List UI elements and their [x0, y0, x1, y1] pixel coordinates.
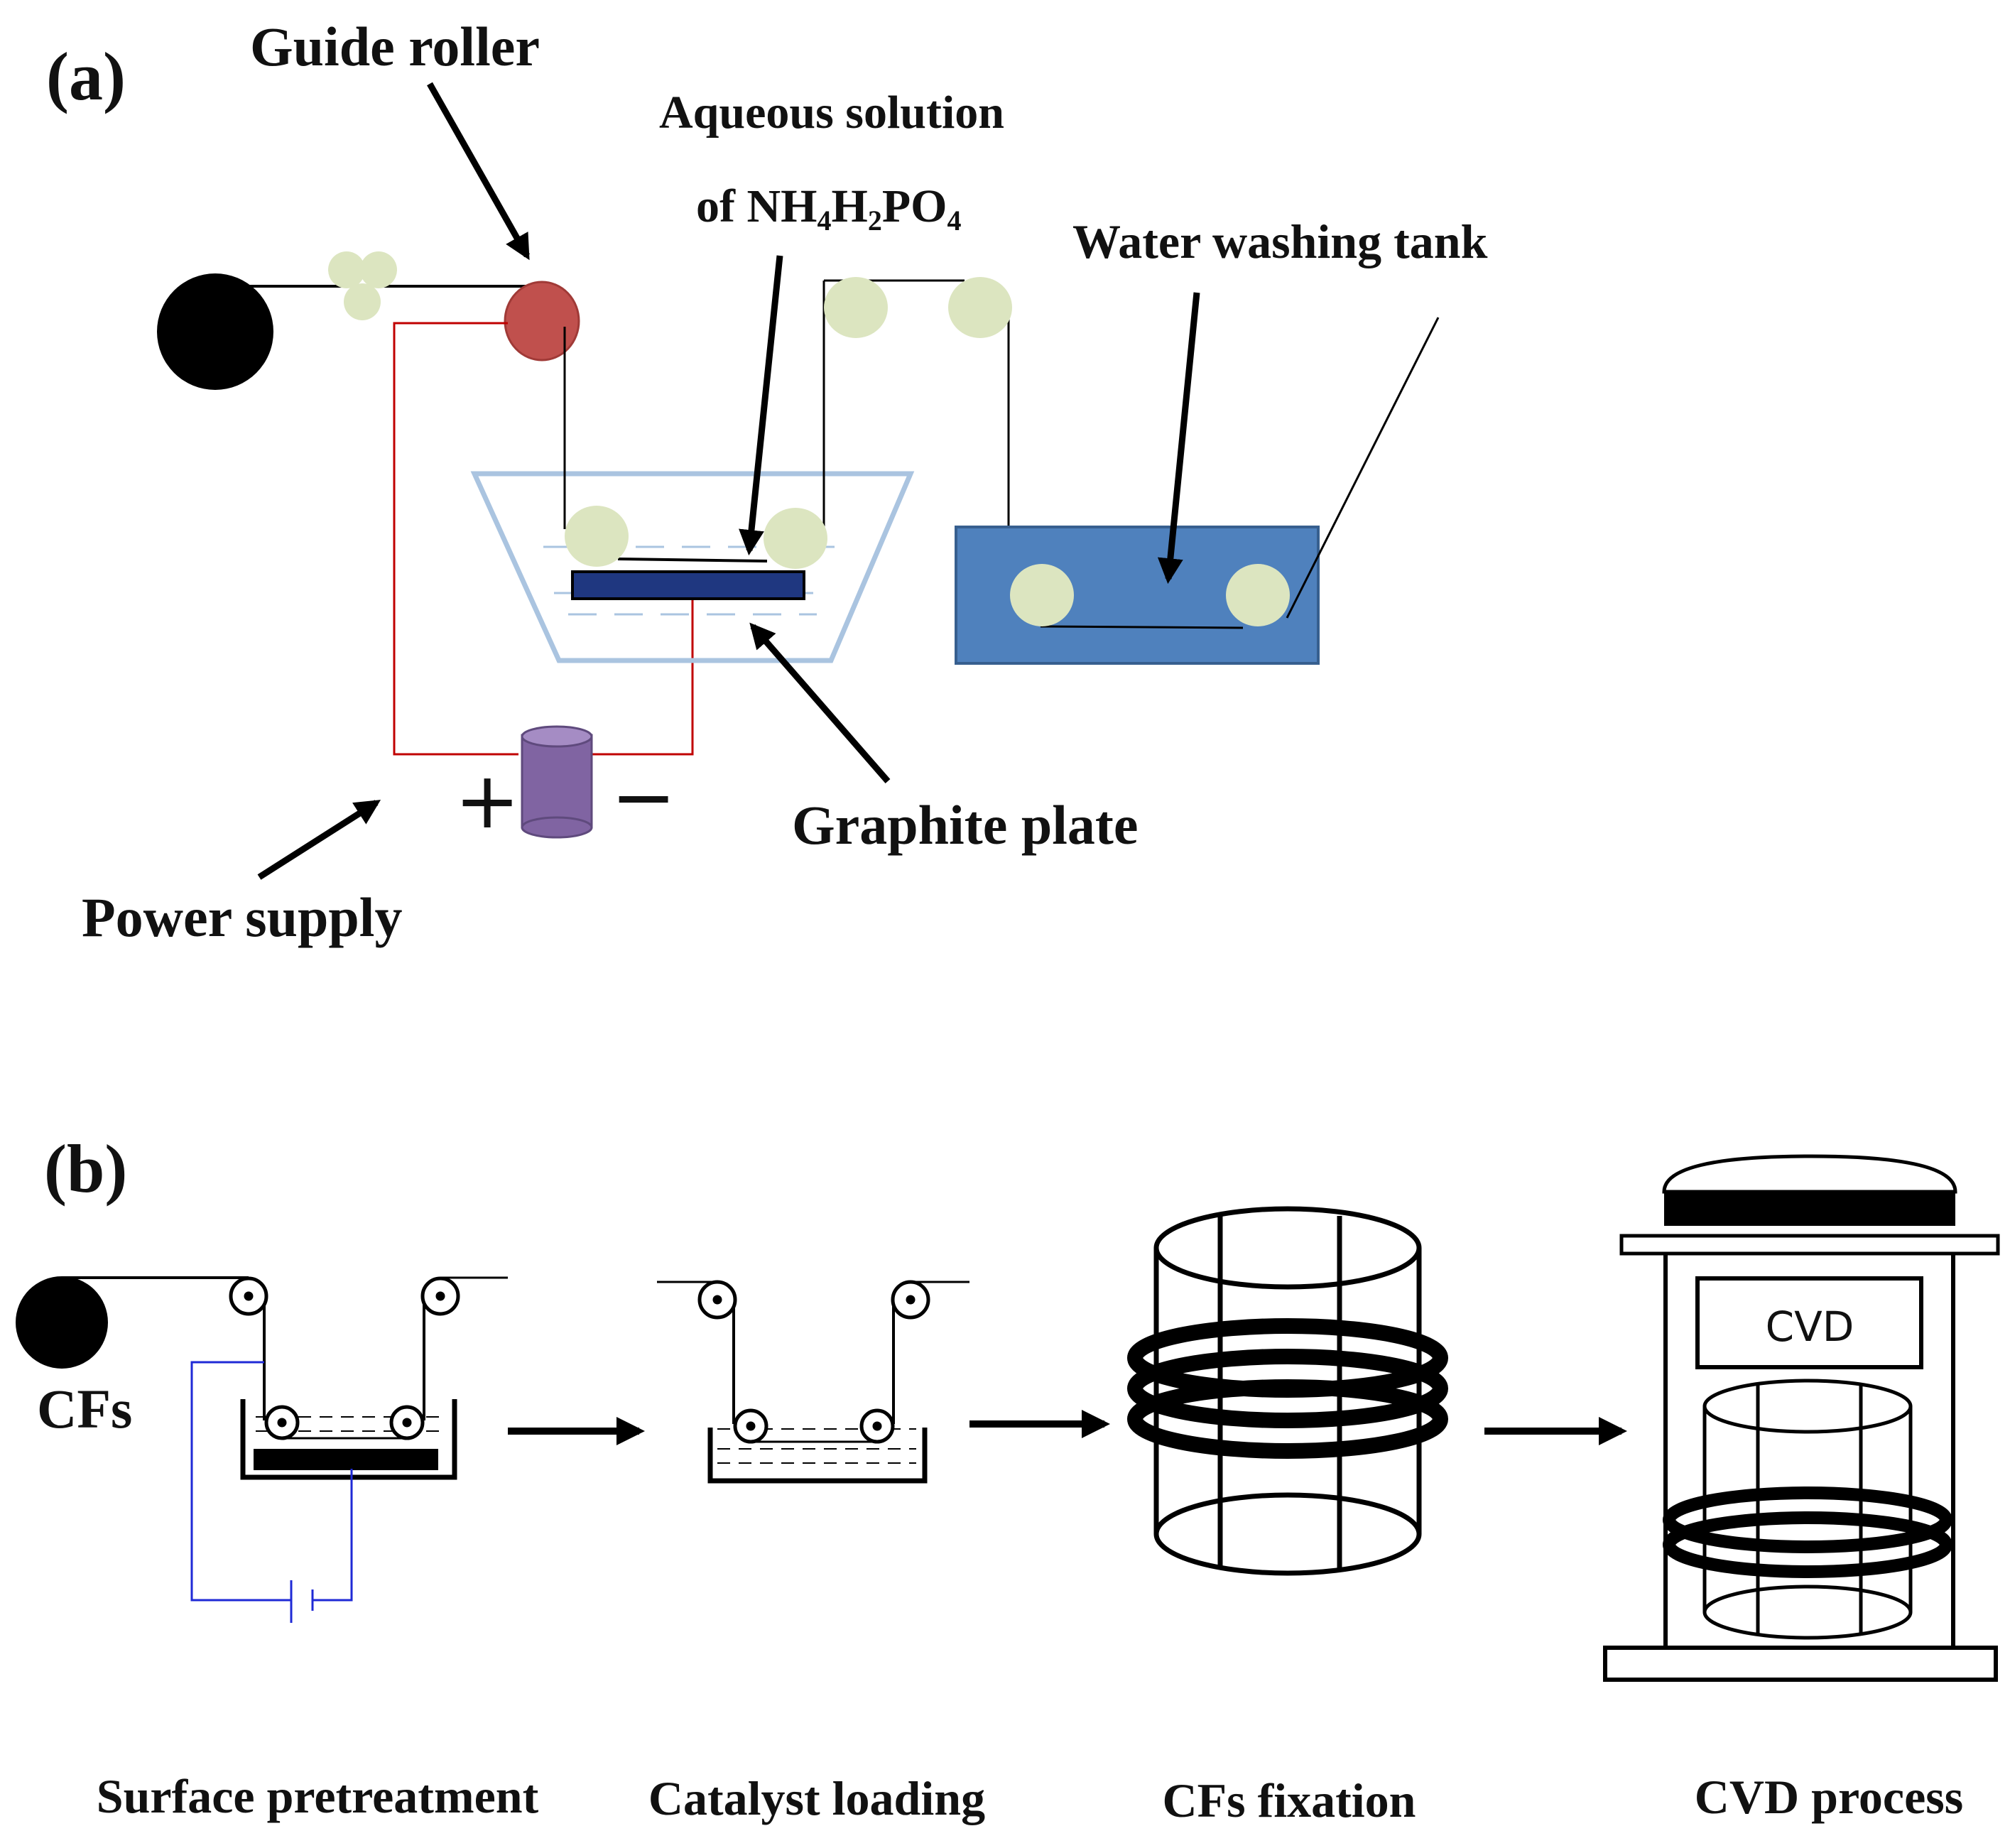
circuit-wire-a [393, 322, 518, 756]
power-supply [521, 725, 593, 839]
cvd-label: CVD [1766, 1303, 1854, 1351]
step-label-cfs-fixation: CFs fixation [1163, 1773, 1416, 1827]
surface-pretreatment-bath [229, 1276, 508, 1480]
top-roller-1 [824, 277, 888, 338]
guide-roller-label: Guide roller [250, 16, 540, 77]
nh4h2po4-label: of NH4H2PO4 [696, 180, 961, 237]
graphite-plate-arrow [749, 622, 891, 783]
power-supply-label: Power supply [82, 886, 402, 948]
cvd-furnace [1603, 1154, 2000, 1682]
panel-b-label: (b) [44, 1131, 127, 1207]
aqueous-arrow [739, 255, 783, 556]
positive-terminal: + [455, 755, 520, 846]
panel-a-label: (a) [46, 38, 126, 114]
fiber-in-bath [617, 558, 768, 562]
negative-terminal: − [611, 751, 676, 842]
fiber-in-wash [1040, 625, 1244, 629]
guide-roller [504, 281, 580, 362]
step-label-surface-pretreatment: Surface pretreatment [97, 1769, 539, 1823]
aqueous-solution-label: Aqueous solution [659, 87, 1004, 138]
panel-a: (a) Guide roller [46, 16, 1488, 948]
circuit-wire-b [190, 1361, 353, 1623]
step-label-cvd-process: CVD process [1695, 1770, 1963, 1824]
catalyst-loading-bath [657, 1280, 969, 1484]
top-roller-2 [948, 277, 1012, 338]
power-supply-arrow [257, 800, 381, 880]
graphite-plate-label: Graphite plate [792, 794, 1138, 856]
small-roller-cluster [328, 251, 397, 320]
water-washing-tank-label: Water washing tank [1072, 214, 1488, 268]
step-label-catalyst-loading: Catalyst loading [648, 1771, 985, 1825]
wash-roller-left [1010, 564, 1074, 626]
bath-roller-right [764, 508, 827, 569]
guide-roller-arrow [427, 82, 530, 261]
electrolytic-tank [470, 471, 915, 663]
cf-spool [16, 1276, 108, 1369]
circuit-wire-a-neg [590, 589, 694, 756]
bath-roller-left [565, 506, 629, 567]
fiber-spool [157, 273, 273, 390]
cf-fixation-frame [1127, 1206, 1448, 1576]
wash-roller-right [1226, 564, 1290, 626]
panel-b: (b) CFs [16, 1131, 2000, 1827]
fiber-exit [1286, 317, 1440, 619]
water-tank-arrow [1157, 292, 1200, 585]
graphite-plate [571, 570, 805, 600]
cfs-label: CFs [37, 1378, 132, 1440]
